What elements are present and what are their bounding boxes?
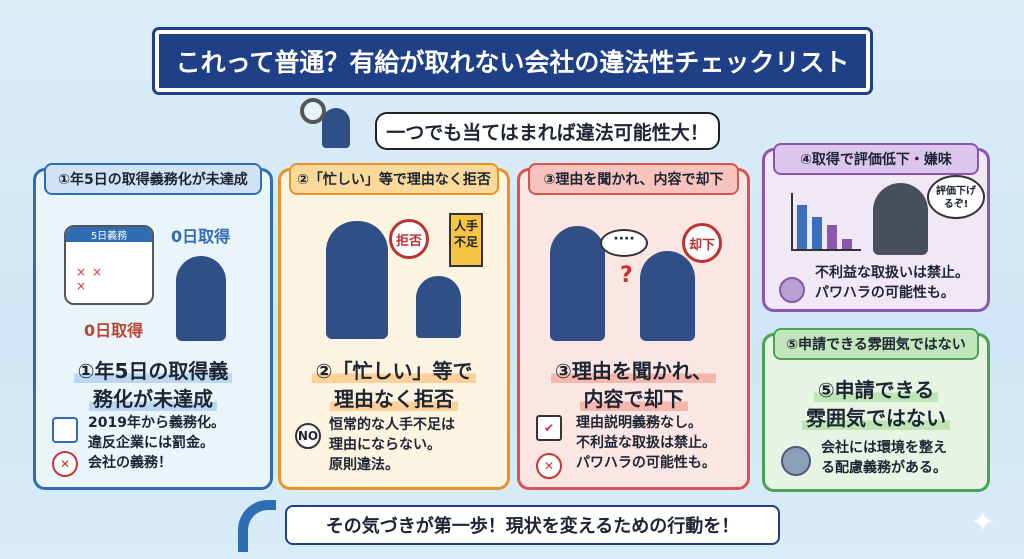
no-icon: NO bbox=[295, 423, 321, 449]
boss-arms-crossed-illustration bbox=[550, 226, 605, 341]
calendar-small-icon bbox=[52, 417, 78, 443]
magnifier-icon bbox=[300, 98, 326, 124]
cross-icon: ✕ bbox=[536, 453, 562, 479]
card-5-heading-line2: 雰囲気ではない bbox=[802, 406, 950, 430]
upward-arrow-icon bbox=[238, 500, 276, 552]
calendar-label: 5日義務 bbox=[66, 227, 152, 242]
no-penalty-icon: ✕ bbox=[52, 451, 78, 477]
angry-face-icon bbox=[779, 277, 805, 303]
desc-line: 不利益な取扱は禁止。 bbox=[576, 435, 716, 451]
desc-line: 2019年から義務化。 bbox=[88, 415, 225, 431]
worried-employee-illustration bbox=[176, 256, 226, 341]
footer-banner: その気づきが第一歩！現状を変えるための行動を！ bbox=[285, 505, 780, 545]
card-3: ③理由を聞かれ、内容で却下 ···· ? 却下 ③理由を聞かれ、内容で却下 ✔ … bbox=[517, 163, 750, 490]
angry-boss-illustration bbox=[873, 183, 928, 255]
desc-line: パワハラの可能性も。 bbox=[576, 455, 716, 471]
card-1-tab: ①年5日の取得義務化が未達成 bbox=[44, 163, 262, 195]
magnifier-person-illustration bbox=[300, 92, 360, 152]
desc-line: 理由にならない。 bbox=[329, 437, 441, 453]
calendar-icon: 5日義務 ×× × bbox=[64, 225, 154, 305]
card-1-heading-line2: 務化が未達成 bbox=[89, 387, 217, 411]
sparkle-icon: ✦ bbox=[970, 505, 996, 540]
rejection-stamp: 却下 bbox=[682, 223, 722, 263]
desc-line: 会社には環境を整え bbox=[821, 440, 947, 456]
card-2-heading-line1: ②「忙しい」等で bbox=[311, 359, 477, 383]
label-zero-days-blue: 0日取得 bbox=[171, 227, 231, 246]
desc-line: パワハラの可能性も。 bbox=[815, 285, 955, 301]
card-3-tab: ③理由を聞かれ、内容で却下 bbox=[528, 163, 739, 195]
desc-line: 原則違法。 bbox=[329, 457, 399, 473]
card-2: ②「忙しい」等で理由なく拒否 拒否 人手不足 ②「忙しい」等で理由なく拒否 NO… bbox=[278, 163, 510, 490]
desc-line: 会社の義務！ bbox=[88, 455, 172, 471]
card-1: ①年5日の取得義務化が未達成 5日義務 ×× × 0日取得 0日取得 ①年5日の… bbox=[33, 163, 273, 490]
checkbox-icon: ✔ bbox=[536, 415, 562, 441]
card-5-heading-line1: ⑤申請できる bbox=[813, 378, 939, 402]
page-title: これって普通？有給が取れない会社の違法性チェックリスト bbox=[155, 30, 870, 92]
desc-line: 違反企業には罰金。 bbox=[88, 435, 214, 451]
speech-bubble: ···· bbox=[600, 229, 648, 257]
desc-line: 不利益な取扱いは禁止。 bbox=[815, 265, 969, 281]
boss-illustration bbox=[326, 221, 388, 339]
desc-line: 恒常的な人手不足は bbox=[329, 417, 455, 433]
card-2-heading-line2: 理由なく拒否 bbox=[330, 387, 458, 411]
card-5: ⑤申請できる雰囲気ではない ⑤申請できる雰囲気ではない 会社には環境を整える配慮… bbox=[762, 328, 990, 492]
employee-illustration bbox=[640, 251, 695, 341]
card-5-tab: ⑤申請できる雰囲気ではない bbox=[773, 328, 979, 360]
reject-stamp: 拒否 bbox=[389, 219, 429, 259]
threat-bubble: 評価下げるぞ! bbox=[927, 175, 985, 219]
employee-illustration bbox=[416, 276, 461, 338]
desc-line: 理由説明義務なし。 bbox=[576, 415, 702, 431]
sad-face-icon bbox=[781, 446, 811, 476]
declining-chart-icon bbox=[791, 193, 861, 251]
card-4-tab: ④取得で評価低下・嫌味 bbox=[773, 143, 979, 175]
card-4: ④取得で評価低下・嫌味 評価下げるぞ! 不利益な取扱いは禁止。パワハラの可能性も… bbox=[762, 143, 990, 312]
card-1-heading-line1: ①年5日の取得義 bbox=[73, 359, 233, 383]
question-mark-icon: ? bbox=[620, 263, 633, 288]
card-2-tab: ②「忙しい」等で理由なく拒否 bbox=[289, 163, 499, 195]
card-3-heading-line2: 内容で却下 bbox=[579, 387, 688, 411]
subtitle-bubble: 一つでも当てはまれば違法可能性大！ bbox=[375, 112, 720, 150]
label-zero-days-red: 0日取得 bbox=[84, 321, 144, 340]
desc-line: る配慮義務がある。 bbox=[821, 460, 947, 476]
card-3-heading-line1: ③理由を聞かれ、 bbox=[550, 359, 717, 383]
understaffed-sign: 人手不足 bbox=[449, 213, 483, 267]
